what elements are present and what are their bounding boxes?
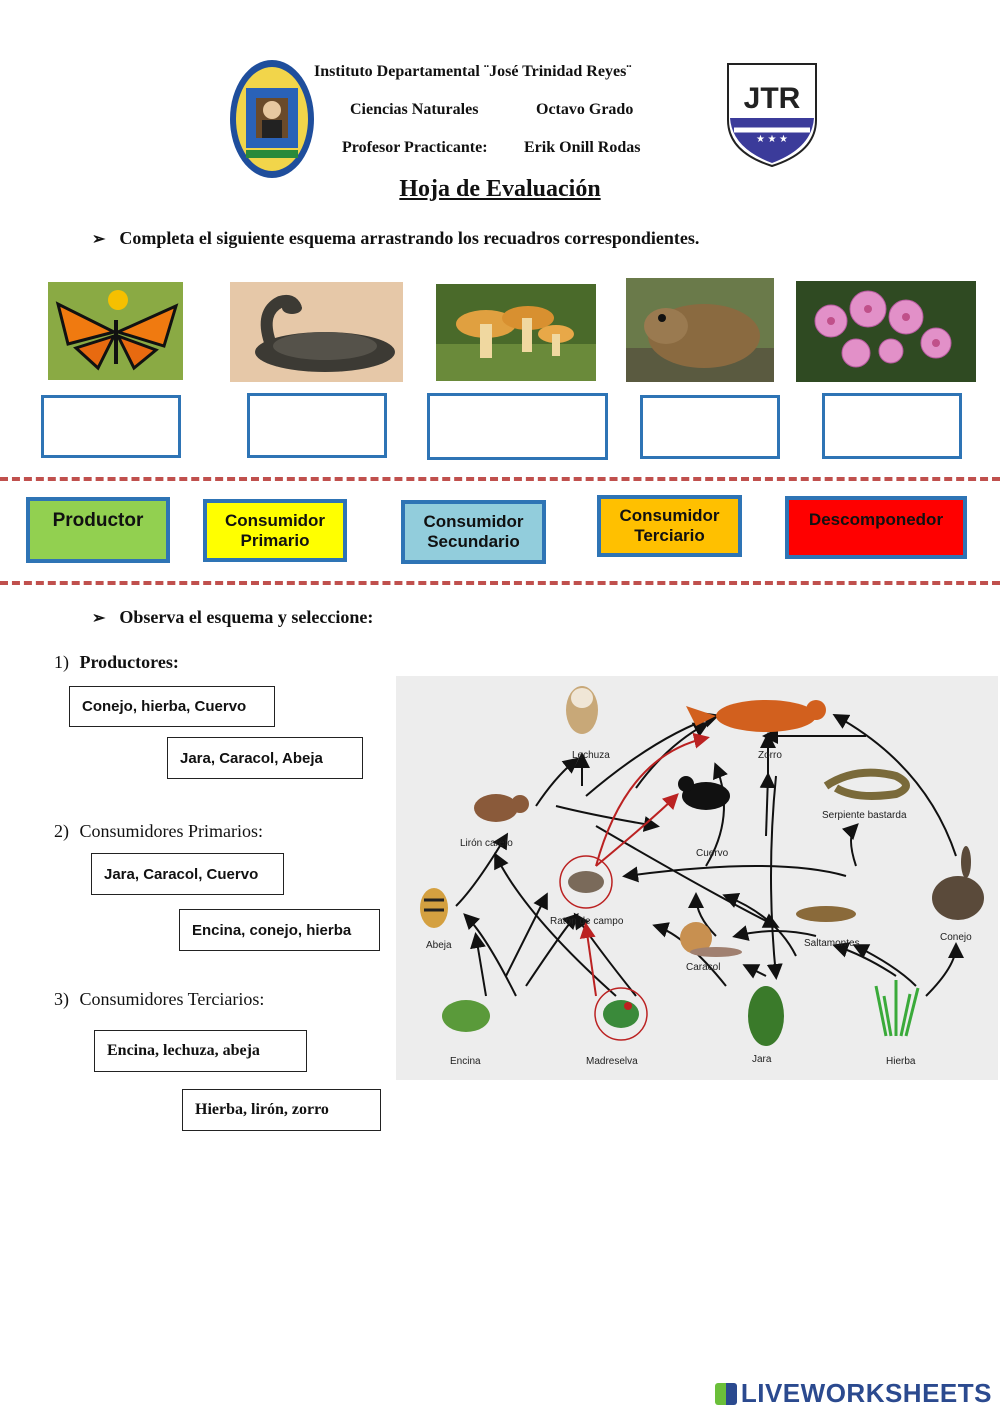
drop-box-5[interactable] xyxy=(822,393,962,459)
label-madreselva: Madreselva xyxy=(586,1056,638,1067)
option-1b[interactable]: Jara, Caracol, Abeja xyxy=(167,737,363,779)
food-web-diagram: Lechuza Zorro Serpiente bastarda Lirón c… xyxy=(396,676,998,1080)
brand-logo-icon xyxy=(714,1383,737,1405)
label-caracol: Caracol xyxy=(686,962,720,973)
question-3-number: 3) xyxy=(54,989,69,1009)
card-consumidor-primario-label: Consumidor Primario xyxy=(224,510,326,550)
instruction-2: ➢ Observa el esquema y seleccione: xyxy=(92,607,373,628)
question-3-label: 3) Consumidores Terciarios: xyxy=(54,989,264,1010)
footer-text: LIVEWORKSHEETS xyxy=(740,1378,992,1408)
label-jara: Jara xyxy=(752,1054,772,1065)
question-2-text: Consumidores Primarios: xyxy=(79,821,264,841)
card-consumidor-primario[interactable]: Consumidor Primario xyxy=(203,499,347,562)
card-consumidor-terciario[interactable]: Consumidor Terciario xyxy=(597,495,742,557)
dashed-divider-top xyxy=(0,477,1000,481)
question-1-label: 1) Productores: xyxy=(54,652,179,673)
instruction-1: ➢ Completa el siguiente esquema arrastran… xyxy=(92,228,699,249)
rockrose-icon xyxy=(748,986,784,1046)
label-abeja: Abeja xyxy=(426,940,452,951)
drop-box-3[interactable] xyxy=(427,393,608,460)
label-conejo: Conejo xyxy=(940,932,972,943)
snake-icon xyxy=(823,768,910,800)
card-productor[interactable]: Productor xyxy=(26,497,170,563)
label-saltamontes: Saltamontes xyxy=(804,938,860,949)
arrow-bullet-icon: ➢ xyxy=(92,231,106,248)
footer-brand: LIVEWORKSHEETS xyxy=(714,1378,992,1409)
label-lechuza: Lechuza xyxy=(572,750,610,761)
label-serpiente: Serpiente bastarda xyxy=(822,810,907,821)
school-shield-logo-right: JTR ★ ★ ★ xyxy=(724,60,820,168)
label-hierba: Hierba xyxy=(886,1056,916,1067)
bee-icon xyxy=(420,888,448,928)
grass-icon xyxy=(874,980,920,1037)
dashed-divider-bottom xyxy=(0,581,1000,585)
question-2-number: 2) xyxy=(54,821,69,841)
question-1-text: Productores: xyxy=(79,652,179,672)
arrow-bullet-icon: ➢ xyxy=(92,610,106,627)
drop-box-4[interactable] xyxy=(640,395,780,459)
instruction-2-text: Observa el esquema y seleccione: xyxy=(119,607,374,627)
honeysuckle-icon xyxy=(594,987,648,1041)
mouse-icon xyxy=(559,855,613,909)
drop-box-2[interactable] xyxy=(247,393,387,458)
question-3-text: Consumidores Terciarios: xyxy=(79,989,265,1009)
label-encina: Encina xyxy=(450,1056,481,1067)
option-2a[interactable]: Jara, Caracol, Cuervo xyxy=(91,853,284,895)
label-raton: Ratón de campo xyxy=(550,916,624,927)
label-cuervo: Cuervo xyxy=(696,848,729,859)
question-1-number: 1) xyxy=(54,652,69,672)
card-descomponedor[interactable]: Descomponedor xyxy=(785,496,967,559)
orchid-photo xyxy=(796,281,976,382)
owl-icon xyxy=(566,686,598,734)
card-consumidor-secundario[interactable]: Consumidor Secundario xyxy=(401,500,546,564)
mushroom-photo xyxy=(436,284,596,381)
rabbit-icon xyxy=(932,846,984,920)
card-descomponedor-label: Descomponedor xyxy=(808,510,944,529)
option-1a[interactable]: Conejo, hierba, Cuervo xyxy=(69,686,275,727)
shield-text: JTR xyxy=(744,82,801,115)
toad-photo xyxy=(626,278,774,382)
drop-box-1[interactable] xyxy=(41,395,181,458)
card-productor-label: Productor xyxy=(52,510,144,531)
fox-icon xyxy=(686,700,826,732)
card-consumidor-terciario-label: Consumidor Terciario xyxy=(619,506,720,545)
butterfly-photo xyxy=(48,282,183,380)
oak-icon xyxy=(442,1000,490,1032)
svg-text:★ ★ ★: ★ ★ ★ xyxy=(756,134,788,145)
blackbird-icon xyxy=(678,776,730,810)
subject-name: Ciencias Naturales xyxy=(350,101,479,118)
label-zorro: Zorro xyxy=(758,750,782,761)
snail-icon xyxy=(680,922,742,957)
instruction-1-text: Completa el siguiente esquema arrastrand… xyxy=(119,228,700,248)
grasshopper-icon xyxy=(796,906,856,922)
teacher-name: Erik Onill Rodas xyxy=(524,139,641,156)
dormouse-icon xyxy=(474,794,529,822)
grade-name: Octavo Grado xyxy=(536,101,634,118)
question-2-label: 2) Consumidores Primarios: xyxy=(54,821,263,842)
snake-photo xyxy=(230,282,403,382)
page-title: Hoja de Evaluación xyxy=(399,176,601,202)
option-3b[interactable]: Hierba, lirón, zorro xyxy=(182,1089,381,1131)
option-3a[interactable]: Encina, lechuza, abeja xyxy=(94,1030,307,1072)
school-logo-left xyxy=(228,58,316,180)
teacher-label: Profesor Practicante: xyxy=(342,139,488,156)
institute-name: Instituto Departamental ¨José Trinidad R… xyxy=(314,63,632,80)
label-liron: Lirón careto xyxy=(460,838,513,849)
option-2b[interactable]: Encina, conejo, hierba xyxy=(179,909,380,951)
card-consumidor-secundario-label: Consumidor Secundario xyxy=(423,512,524,551)
